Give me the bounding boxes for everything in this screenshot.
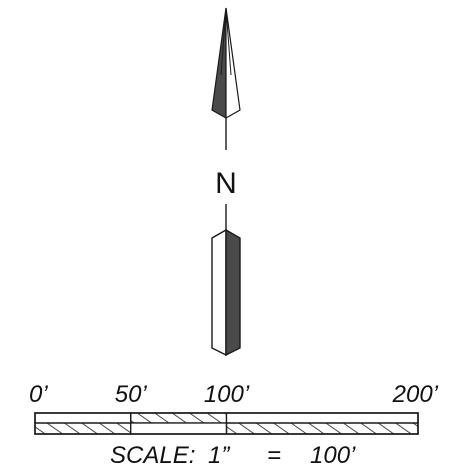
scale-bar-frame [34, 412, 419, 435]
north-arrow: N [211, 7, 241, 357]
scale-prefix: SCALE: [110, 442, 195, 469]
north-letter: N [215, 167, 237, 200]
tail-left-outline [211, 228, 227, 357]
scale-tick-label: 50’ [115, 381, 148, 408]
scale-bar-segments [34, 412, 419, 435]
arrowhead-mid-line [225, 7, 232, 76]
scale-value: 100’ [310, 442, 356, 469]
arrowhead-left-fill [211, 7, 227, 120]
arrowhead-upper-line [220, 7, 227, 76]
scale-equals: = [267, 442, 281, 469]
scale-segment-bottom [225, 422, 419, 435]
scale-inch: 1” [208, 442, 230, 469]
scale-tick-label: 0’ [29, 381, 48, 408]
scale-segment-top [225, 412, 419, 424]
scale-tick-label: 100’ [204, 381, 250, 408]
scale-tick-label: 200’ [392, 381, 439, 408]
scale-segment-top [130, 412, 228, 424]
scale-segment-bottom [130, 422, 228, 435]
scale-segment-top [34, 412, 132, 424]
scale-tick-labels: 0’ 50’ 100’ 200’ [29, 381, 439, 408]
scale-segment-bottom [34, 422, 132, 435]
scale-bar: 0’ 50’ 100’ 200’ SCALE: 1” = 100’ [29, 381, 439, 469]
arrowhead-right-outline [225, 7, 241, 120]
tail-right-fill [225, 228, 241, 357]
